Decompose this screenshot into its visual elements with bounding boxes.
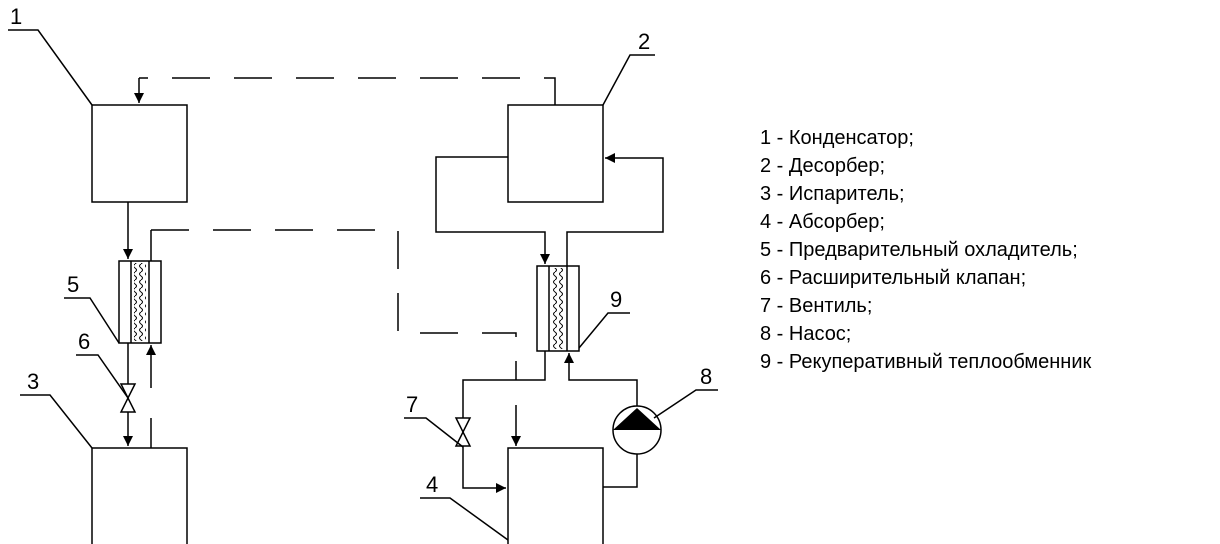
legend-item: 2 - Десорбер; (760, 155, 886, 177)
callout-3: 3 (27, 369, 39, 394)
leader-4 (420, 497, 509, 541)
legend-item: 9 - Рекуперативный теплообменник (760, 351, 1092, 373)
callout-6: 6 (78, 329, 90, 354)
leader-9 (578, 312, 630, 349)
callout-1: 1 (10, 4, 22, 29)
leader-1 (8, 29, 93, 106)
condenser-box (91, 104, 188, 203)
leader-2 (602, 54, 655, 106)
precooler (118, 260, 162, 344)
desorber-box (507, 104, 604, 203)
legend-item: 6 - Расширительный клапан; (760, 267, 1027, 289)
leader-7 (404, 417, 464, 448)
pump-8 (612, 405, 662, 455)
legend-item: 3 - Испаритель; (760, 183, 905, 205)
leader-3 (20, 394, 93, 449)
leader-6 (76, 354, 129, 399)
pump-to-hx-line (564, 353, 638, 406)
callout-8: 8 (700, 364, 712, 389)
callout-5: 5 (67, 272, 79, 297)
legend-item: 7 - Вентиль; (760, 295, 873, 317)
legend: 1 - Конденсатор; 2 - Десорбер; 3 - Испар… (760, 124, 1091, 376)
desorber-to-hx-line (435, 156, 550, 264)
legend-item: 5 - Предварительный охладитель; (760, 239, 1078, 261)
desorber-to-condenser-dashed (139, 77, 556, 105)
recuperative-heat-exchanger (536, 265, 580, 352)
legend-item: 1 - Конденсатор; (760, 127, 914, 149)
precooler-to-absorber-dashed (151, 229, 517, 380)
callout-4: 4 (426, 472, 438, 497)
legend-item: 8 - Насос; (760, 323, 852, 345)
hx-to-valve-line (462, 351, 546, 418)
leader-5 (64, 297, 120, 344)
evaporator-box (91, 447, 188, 544)
legend-item: 4 - Абсорбер; (760, 211, 885, 233)
callout-7: 7 (406, 392, 418, 417)
hx-to-desorber-line (566, 153, 664, 266)
callout-2: 2 (638, 29, 650, 54)
leader-8 (653, 389, 718, 419)
absorber-to-pump-line (603, 454, 638, 488)
valve-to-absorber-line (462, 446, 506, 493)
callout-9: 9 (610, 287, 622, 312)
absorber-box (507, 447, 604, 544)
valve-7 (454, 417, 472, 447)
